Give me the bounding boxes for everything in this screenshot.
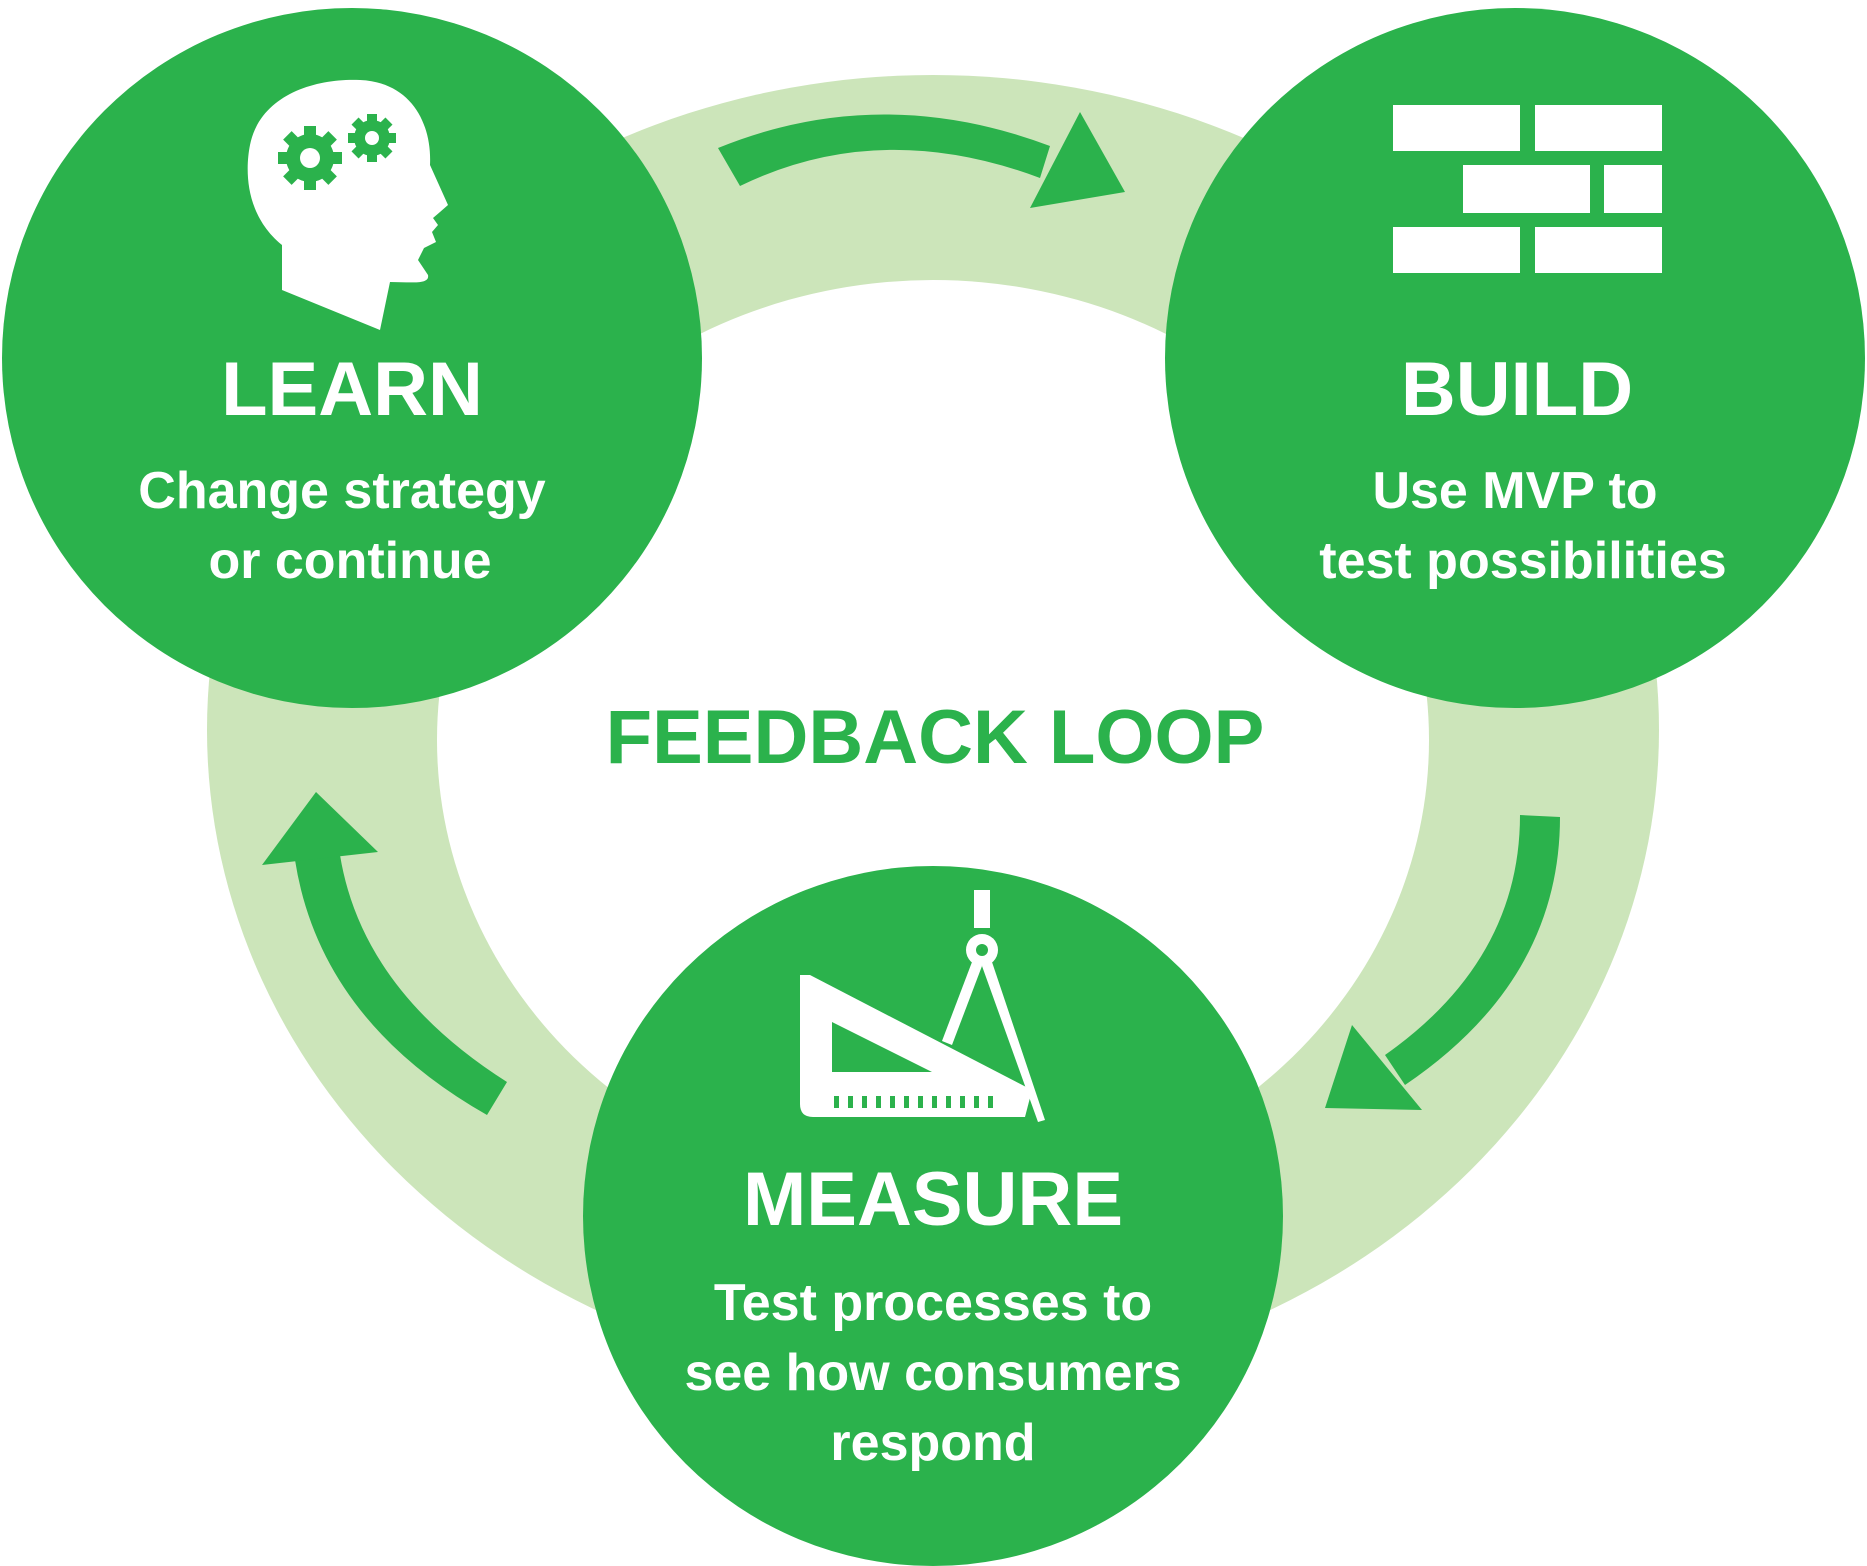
node-build-line-1: Use MVP to — [1372, 462, 1657, 520]
node-measure-line-2: see how consumers — [684, 1344, 1181, 1402]
node-build-line-2: test possibilities — [1319, 532, 1726, 590]
node-measure-title: MEASURE — [743, 1157, 1123, 1242]
node-measure-line-3: respond — [830, 1414, 1035, 1472]
node-measure-circle — [583, 866, 1283, 1566]
node-build: BUILD Use MVP to test possibilities — [1165, 8, 1865, 708]
node-build-title: BUILD — [1401, 347, 1633, 432]
node-learn-circle — [2, 8, 702, 708]
node-learn: LEARN Change strategy or continue — [2, 8, 702, 708]
brick-wall-icon — [1393, 105, 1662, 273]
node-learn-title: LEARN — [221, 347, 483, 432]
set-square-compass-icon — [800, 890, 1045, 1122]
node-measure-line-1: Test processes to — [714, 1274, 1152, 1332]
center-title: FEEDBACK LOOP — [606, 695, 1265, 780]
arrow-measure-to-learn — [262, 792, 507, 1115]
node-build-circle — [1165, 8, 1865, 708]
node-learn-line-1: Change strategy — [138, 462, 546, 520]
head-gears-icon — [247, 79, 448, 331]
node-learn-line-2: or continue — [208, 532, 491, 590]
node-measure: MEASURE Test processes to see how consum… — [583, 866, 1283, 1566]
arrow-learn-to-build — [718, 112, 1125, 208]
arrow-build-to-measure — [1325, 815, 1560, 1110]
